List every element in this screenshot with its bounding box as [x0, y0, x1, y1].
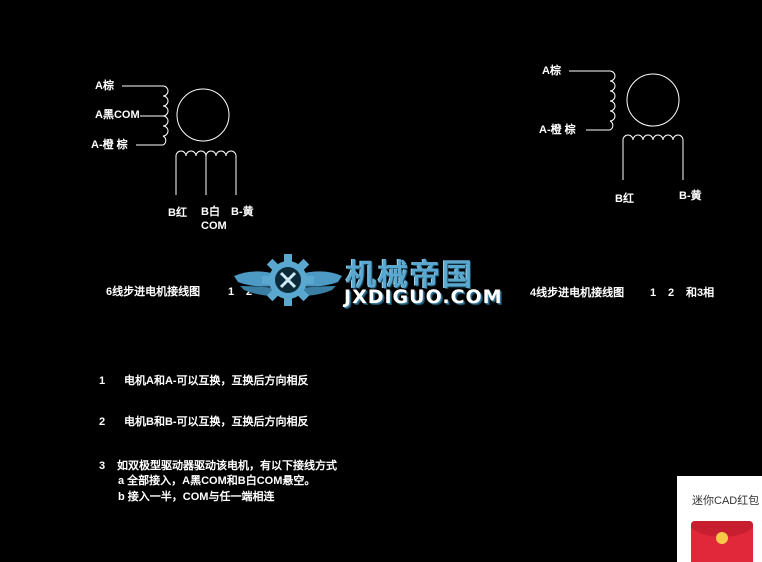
- caption-6wire-1: 1: [228, 286, 235, 298]
- watermark-en: JXDIGUO.COM: [344, 286, 503, 308]
- coil-6-b: [175, 150, 237, 157]
- note-3a-text: a 全部接入，A黑COM和B白COM悬空。: [118, 475, 316, 487]
- caption-6wire-2: 2: [246, 286, 253, 298]
- watermark-cn: 机械帝国: [346, 258, 474, 293]
- motor-6wire-rotor: [176, 88, 230, 142]
- label-6-bwhite: B白: [201, 206, 220, 218]
- label-4-aminus: A-橙 棕: [539, 124, 576, 136]
- label-4-bminus: B-黄: [679, 190, 702, 202]
- note-1-text: 电机A和A-可以互换，互换后方向相反: [124, 375, 309, 387]
- label-4-b: B红: [615, 193, 634, 205]
- red-packet-ad-label: 迷你CAD红包: [692, 495, 760, 507]
- note-2-text: 电机B和B-可以互换，互换后方向相反: [124, 416, 309, 428]
- coil-4-a: [609, 70, 616, 131]
- note-1-number: 1: [99, 375, 106, 387]
- note-2-number: 2: [99, 416, 106, 428]
- label-6-acom: A黑COM: [95, 109, 140, 121]
- caption-6wire-title: 6线步进电机接线图: [106, 286, 201, 298]
- label-6-b: B红: [168, 207, 187, 219]
- red-envelope-icon[interactable]: [691, 521, 753, 562]
- coil-4-b: [622, 134, 684, 141]
- label-6-aminus: A-橙 棕: [91, 139, 128, 151]
- motor-4wire-rotor: [626, 73, 680, 127]
- label-6-com: COM: [201, 220, 227, 232]
- label-6-a: A棕: [95, 80, 114, 92]
- coil-6-a: [162, 85, 169, 146]
- note-3-number: 3: [99, 460, 106, 472]
- label-4-a: A棕: [542, 65, 561, 77]
- caption-4wire-title: 4线步进电机接线图: [530, 287, 625, 299]
- red-packet-ad[interactable]: 迷你CAD红包: [677, 476, 762, 562]
- caption-4wire-1: 1: [650, 287, 657, 299]
- caption-4wire-2: 2: [668, 287, 675, 299]
- watermark-logo: 机械帝国 JXDIGUO.COM: [232, 246, 532, 314]
- gear-wings-icon: [234, 254, 342, 306]
- note-3b-text: b 接入一半，COM与任一端相连: [118, 491, 275, 503]
- label-6-bminus: B-黄: [231, 206, 254, 218]
- coin-icon: [716, 532, 728, 544]
- note-3-text: 如双极型驱动器驱动该电机，有以下接线方式: [117, 460, 337, 472]
- caption-4wire-3: 和3相: [686, 287, 715, 299]
